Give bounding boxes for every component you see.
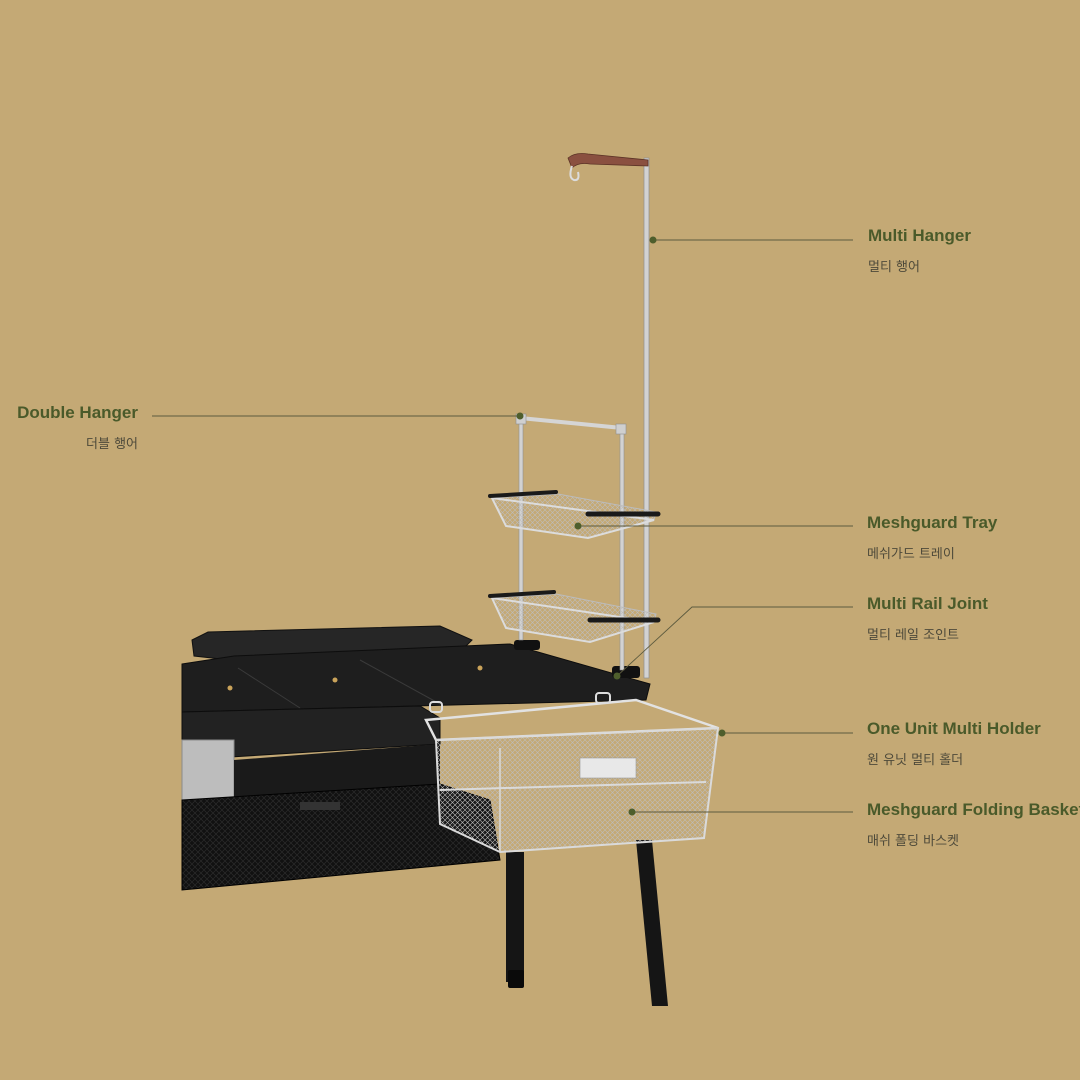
dot-multi-hanger	[649, 236, 657, 244]
leader-lines	[152, 239, 853, 813]
meshguard-tray-lower	[488, 590, 661, 644]
dot-double-hanger	[516, 412, 524, 420]
callout-subtitle: 원 유닛 멀티 홀더	[867, 753, 964, 768]
callout-multi-hanger: Multi Hanger 멀티 행어	[868, 226, 971, 275]
callout-subtitle: 멀티 레일 조인트	[867, 628, 959, 643]
multi-hanger	[567, 153, 650, 679]
leader-dots	[516, 236, 726, 816]
callout-subtitle: 메쉬가드 트레이	[867, 547, 955, 562]
dot-multi-rail-joint	[613, 672, 621, 680]
callout-meshguard-folding-basket: Meshguard Folding Basket 매쉬 폴딩 바스켓	[867, 800, 1080, 849]
callout-title: Multi Rail Joint	[867, 594, 988, 613]
dot-one-unit-multi-holder	[718, 729, 726, 737]
callout-multi-rail-joint: Multi Rail Joint 멀티 레일 조인트	[867, 594, 988, 643]
leader-multi-rail-joint	[616, 606, 853, 677]
callout-title: One Unit Multi Holder	[867, 719, 1041, 738]
dot-meshguard-folding-basket	[628, 808, 636, 816]
callout-title: Meshguard Folding Basket	[867, 800, 1080, 819]
kitchen-table	[181, 625, 668, 1006]
callout-title: Double Hanger	[17, 403, 138, 422]
callout-meshguard-tray: Meshguard Tray 메쉬가드 트레이	[867, 513, 997, 562]
dot-meshguard-tray	[574, 522, 582, 530]
callout-double-hanger: Double Hanger 더블 행어	[17, 403, 138, 452]
meshguard-tray-upper	[488, 490, 661, 540]
callout-subtitle: 매쉬 폴딩 바스켓	[867, 834, 959, 849]
meshguard-folding-basket	[424, 692, 720, 854]
callout-subtitle: 더블 행어	[86, 437, 138, 452]
callout-subtitle: 멀티 행어	[868, 260, 920, 275]
callout-title: Meshguard Tray	[867, 513, 998, 532]
callout-one-unit-multi-holder: One Unit Multi Holder 원 유닛 멀티 홀더	[867, 719, 1041, 768]
callout-title: Multi Hanger	[868, 226, 971, 245]
